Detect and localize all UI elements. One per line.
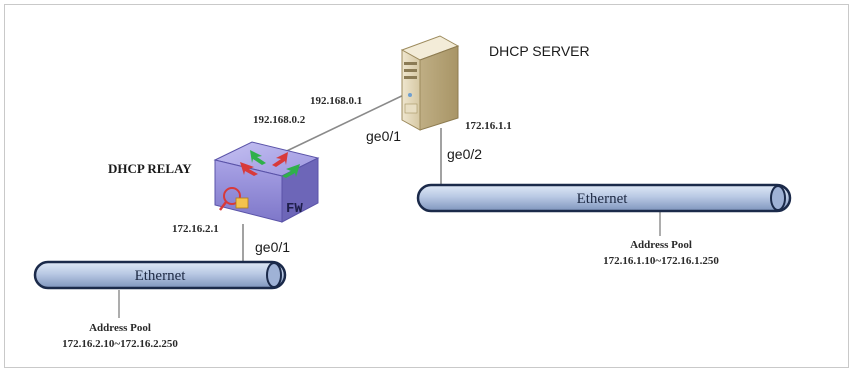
address-pool-title-left: Address Pool — [89, 322, 151, 334]
relay-port-ge01: ge0/1 — [255, 239, 290, 255]
relay-ip-to-lan: 172.16.2.1 — [172, 223, 219, 235]
ethernet-label-right: Ethernet — [577, 191, 629, 207]
firewall-icon: FW — [213, 141, 320, 223]
server-ip-ge02: 172.16.1.1 — [465, 120, 512, 132]
server-icon — [400, 35, 460, 131]
dhcp-server-label: DHCP SERVER — [489, 43, 590, 59]
link-relay-to-server — [271, 91, 411, 159]
ethernet-bus-right: Ethernet — [416, 183, 792, 213]
ethernet-bus-left: Ethernet — [33, 260, 287, 290]
dhcp-relay-label: DHCP RELAY — [108, 161, 192, 176]
server-port-ge01: ge0/1 — [366, 128, 401, 144]
address-pool-title-right: Address Pool — [630, 239, 692, 251]
server-ip-to-relay: 192.168.0.1 — [310, 95, 362, 107]
server-port-ge02: ge0/2 — [447, 146, 482, 162]
address-pool-range-right: 172.16.1.10~172.16.1.250 — [603, 255, 719, 267]
device-fw-text: FW — [286, 201, 303, 217]
relay-ip-to-server: 192.168.0.2 — [253, 114, 306, 126]
ethernet-label-left: Ethernet — [135, 268, 187, 284]
address-pool-range-left: 172.16.2.10~172.16.2.250 — [62, 338, 178, 350]
